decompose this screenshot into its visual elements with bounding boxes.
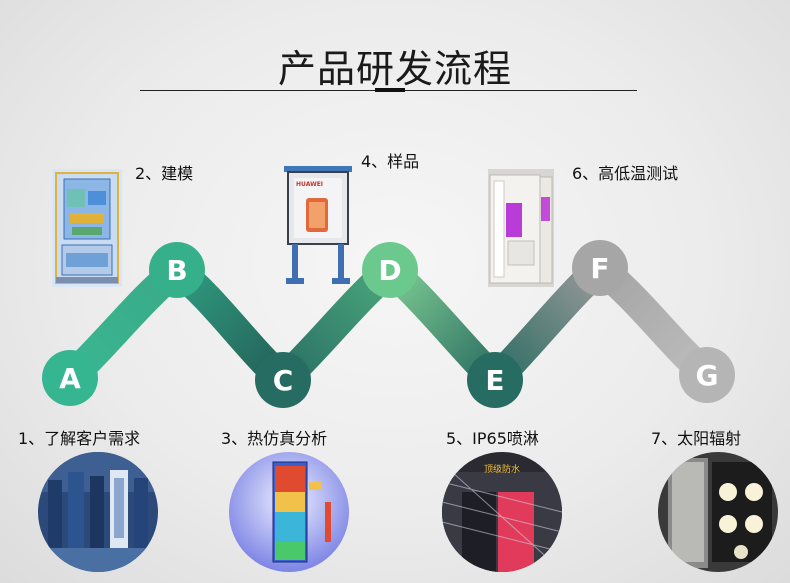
sample-kiosk-image: HUAWEI: [282, 164, 354, 286]
step-1-label: 1、了解客户需求: [18, 429, 141, 448]
node-c: C: [255, 352, 311, 408]
title-underline: [140, 88, 637, 92]
step-7-label: 7、太阳辐射: [651, 429, 742, 448]
thermal-simulation-image: [229, 452, 349, 572]
step-4-label: 4、样品: [361, 152, 420, 171]
node-a: A: [42, 350, 98, 406]
node-g: G: [679, 347, 735, 403]
node-e: E: [467, 352, 523, 408]
node-a-letter: A: [59, 362, 81, 395]
node-d-letter: D: [378, 254, 401, 287]
cad-model-image: [52, 169, 122, 287]
sample-brand-text: HUAWEI: [296, 181, 324, 188]
spray-test-photo: 顶级防水: [442, 452, 562, 572]
solar-radiation-photo: [658, 452, 778, 572]
step-6-label: 6、高低温测试: [572, 164, 679, 183]
node-b: B: [149, 242, 205, 298]
step-2-label: 2、建模: [135, 164, 194, 183]
node-c-letter: C: [273, 364, 294, 397]
page-title: 产品研发流程: [277, 47, 512, 91]
node-f: F: [572, 240, 628, 296]
node-g-letter: G: [696, 359, 719, 392]
node-b-letter: B: [166, 254, 187, 287]
customer-site-photo: [38, 452, 158, 572]
node-e-letter: E: [485, 364, 504, 397]
step-3-label: 3、热仿真分析: [221, 429, 328, 448]
node-d: D: [362, 242, 418, 298]
step-5-label: 5、IP65喷淋: [446, 429, 539, 448]
climate-chamber-image: [488, 169, 554, 287]
spray-test-caption: 顶级防水: [484, 465, 521, 475]
node-f-letter: F: [590, 252, 609, 285]
